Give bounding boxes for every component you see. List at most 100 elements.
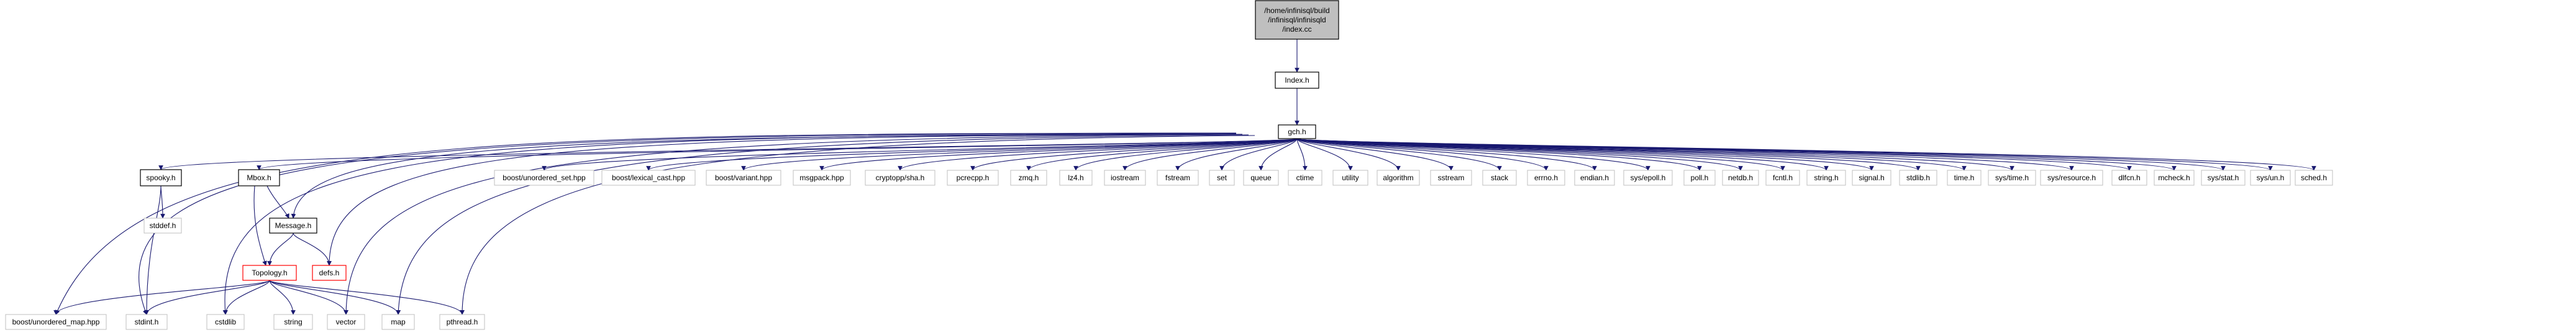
node-box (1332, 170, 1368, 186)
edge-gch_h-to-lz4 (1073, 138, 1298, 171)
node-box (1988, 170, 2036, 186)
node-label: sys/un.h (2257, 173, 2285, 182)
node-mbox-h[interactable]: Mbox.h (238, 169, 280, 186)
node-box (865, 170, 935, 186)
node-spooky-h[interactable]: spooky.h (140, 169, 182, 186)
node-box (1623, 170, 1673, 186)
node-label: errno.h (1534, 173, 1558, 182)
node-box (1255, 0, 1339, 40)
node-stack: stack (1482, 170, 1517, 186)
node-zmq: zmq.h (1010, 170, 1047, 186)
node-box (1209, 170, 1235, 186)
node-box (1430, 170, 1472, 186)
edge-gch_h-to-mbox_h (257, 138, 1298, 170)
node-label: boost/unordered_map.hpp (12, 318, 100, 326)
node-label: Topology.h (252, 268, 287, 277)
node-stdint-h: stdint.h (125, 314, 168, 330)
node-box (1243, 170, 1279, 186)
node-index-h[interactable]: Index.h (1275, 71, 1319, 89)
node-label: sys/time.h (1995, 173, 2029, 182)
node-time: time.h (1947, 170, 1982, 186)
node-topology-h[interactable]: Topology.h (242, 265, 297, 281)
node-label: pthread.h (447, 318, 478, 326)
node-box (2201, 170, 2246, 186)
edge-message_h-to-defs_h (293, 232, 332, 266)
node-box (1377, 170, 1420, 186)
node-label: msgpack.hpp (799, 173, 844, 182)
node-label: sys/epoll.h (1631, 173, 1666, 182)
node-label: endian.h (1580, 173, 1609, 182)
edge-gch_h-to-utility (1296, 138, 1353, 171)
edge-mbox_h-to-message_h (266, 185, 289, 219)
node-box (2154, 170, 2195, 186)
node-label: defs.h (319, 268, 340, 277)
nodes-layer: /home/infinisql/build/infinisql/infinisq… (5, 0, 2333, 330)
node-label: pcrecpp.h (957, 173, 990, 182)
edge-gch_h-to-map (396, 134, 1249, 315)
node-box (125, 314, 168, 330)
node-label: cryptopp/sha.h (876, 173, 925, 182)
node-box (1059, 170, 1093, 186)
edge-topology_h-to-cstdlib (223, 280, 270, 315)
node-box (1852, 170, 1891, 186)
node-endian: endian.h (1574, 170, 1615, 186)
node-signal: signal.h (1852, 170, 1891, 186)
node-box (140, 169, 182, 186)
node-box (2250, 170, 2291, 186)
edge-topology_h-to-boost_unordered_map (53, 280, 270, 315)
node-pthread-h: pthread.h (439, 314, 485, 330)
edge-gch_h-to-cstdlib (222, 133, 1237, 315)
node-label: string.h (1814, 173, 1838, 182)
node-iostream: iostream (1104, 170, 1146, 186)
node-box (381, 314, 415, 330)
node-box (2111, 170, 2147, 186)
node-label: gch.h (1288, 127, 1306, 136)
node-label: signal.h (1859, 173, 1884, 182)
edge-mbox_h-to-topology_h (253, 185, 267, 266)
node-label: string (284, 318, 302, 326)
edge-gch_h-to-stdint_h (139, 132, 1237, 315)
edge-gch_h-to-sched (1296, 138, 2316, 171)
node-label: boost/variant.hpp (715, 173, 772, 182)
edges-layer (53, 39, 2316, 315)
node-boost-unordered-set: boost/unordered_set.hpp (494, 170, 594, 186)
node-label: spooky.h (146, 173, 175, 182)
node-label: mcheck.h (2158, 173, 2190, 182)
node-message-h[interactable]: Message.h (269, 218, 317, 234)
node-label: Index.h (1285, 76, 1309, 85)
node-gch-h[interactable]: gch.h (1278, 124, 1316, 139)
node-boost-variant: boost/variant.hpp (706, 170, 781, 186)
node-boost-lexical-cast: boost/lexical_cast.hpp (601, 170, 696, 186)
node-label: netdb.h (1728, 173, 1753, 182)
edge-gch_h-to-boost_unordered_map (55, 132, 1237, 315)
node-msgpack: msgpack.hpp (793, 170, 851, 186)
node-label: map (391, 318, 406, 326)
node-label: boost/unordered_set.hpp (503, 173, 586, 182)
edge-gch_h-to-set (1219, 138, 1298, 171)
node-label: Message.h (275, 221, 312, 230)
node-label: ctime (1296, 173, 1314, 182)
node-box (1288, 170, 1322, 186)
node-label: time.h (1954, 173, 1975, 182)
edge-gch_h-to-queue (1258, 138, 1298, 171)
node-label: fcntl.h (1773, 173, 1793, 182)
node-dlfcn: dlfcn.h (2111, 170, 2147, 186)
node-index-cc[interactable]: /home/infinisql/build/infinisql/infinisq… (1255, 0, 1339, 40)
node-box (1157, 170, 1199, 186)
node-box (494, 170, 594, 186)
edge-topology_h-to-string (269, 280, 296, 315)
node-string: string (273, 314, 313, 330)
edge-gch_h-to-sstream (1296, 138, 1454, 171)
edge-gch_h-to-ctime (1296, 138, 1308, 171)
node-label: sys/resource.h (2047, 173, 2096, 182)
node-lz4: lz4.h (1059, 170, 1093, 186)
node-string-h: string.h (1806, 170, 1846, 186)
edge-gch_h-to-iostream (1122, 138, 1298, 171)
node-box (2295, 170, 2333, 186)
node-box (1683, 170, 1716, 186)
node-label: sstream (1438, 173, 1465, 182)
node-defs-h[interactable]: defs.h (312, 265, 347, 281)
node-box (1947, 170, 1982, 186)
edge-gch_h-to-cryptopp_sha (898, 138, 1298, 171)
node-fstream: fstream (1157, 170, 1199, 186)
